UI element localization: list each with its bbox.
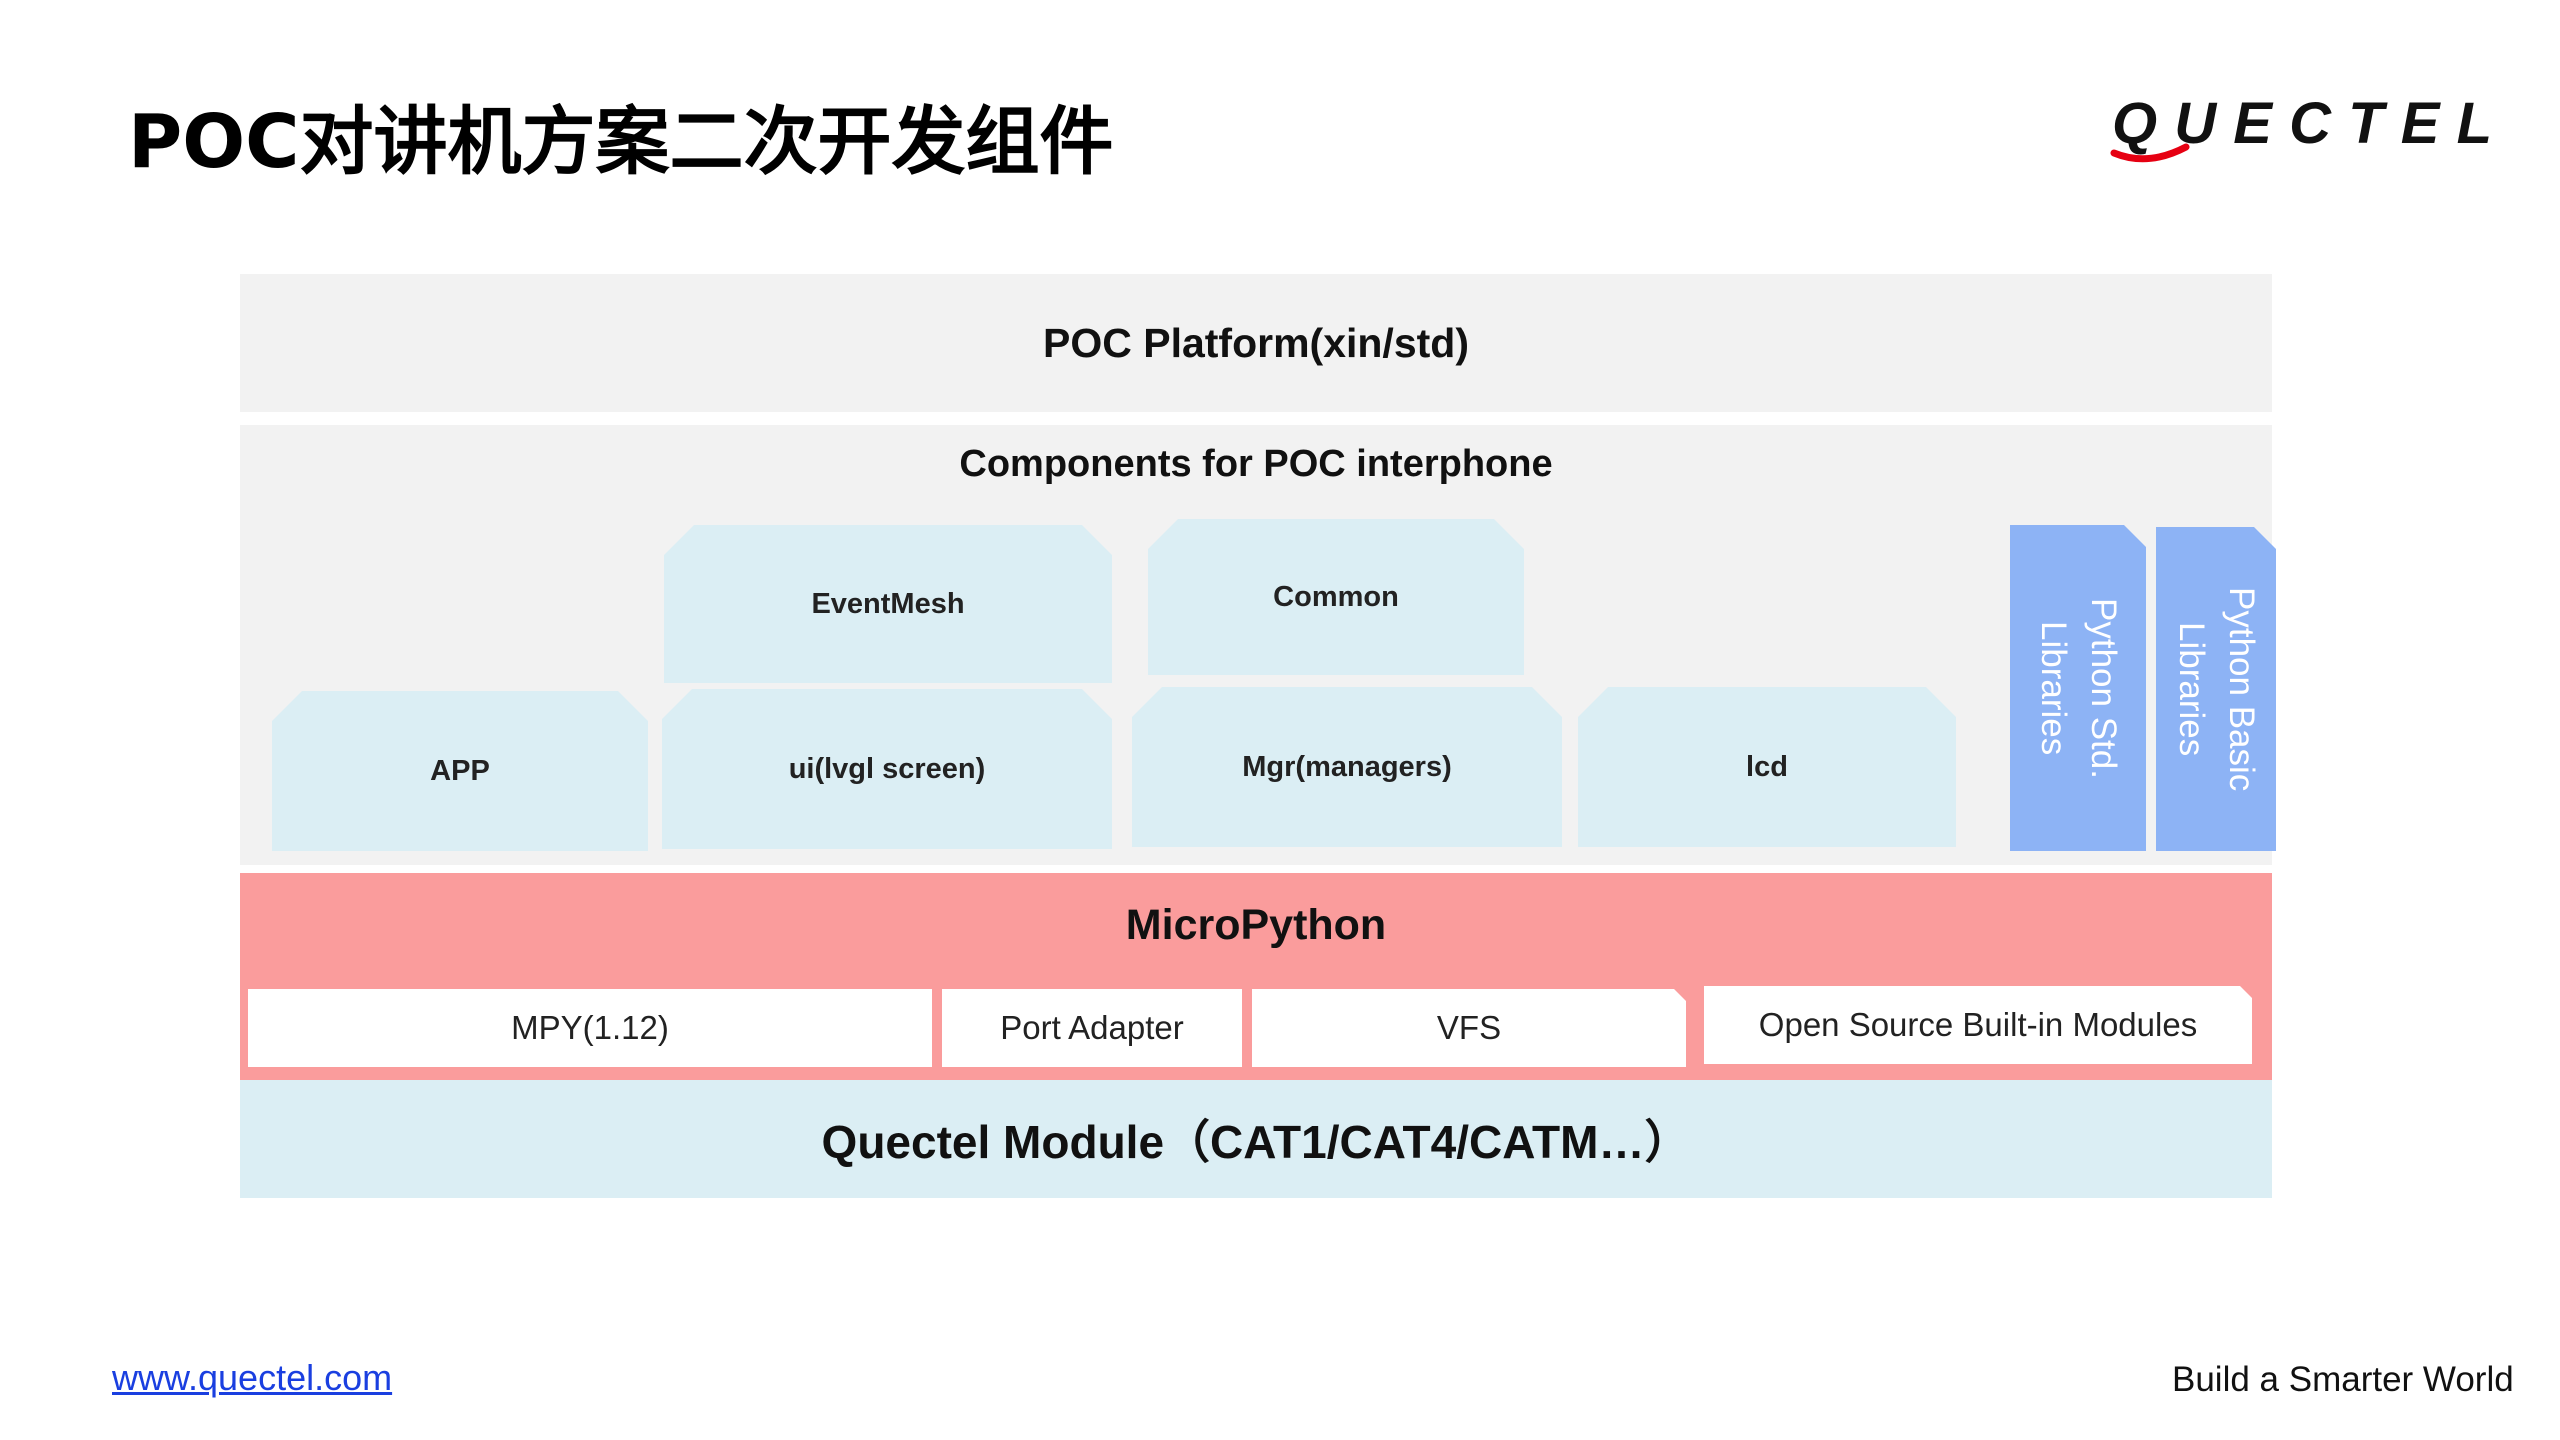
logo-wordmark: QUECTEL bbox=[2112, 95, 2492, 156]
quectel-logo: QUECTEL bbox=[2110, 95, 2492, 163]
port-adapter-label: Port Adapter bbox=[1000, 1009, 1184, 1046]
common-label: Common bbox=[1273, 580, 1399, 613]
poc-platform-band: POC Platform(xin/std) bbox=[240, 274, 2272, 412]
page-title: POC对讲机方案二次开发组件 bbox=[128, 99, 1114, 185]
slogan: Build a Smarter World bbox=[2172, 1360, 2514, 1399]
python-basic-libraries-label: Python Basic Libraries bbox=[2172, 586, 2261, 792]
mpy-label: MPY(1.12) bbox=[511, 1009, 669, 1046]
components-title: Components for POC interphone bbox=[959, 443, 1553, 485]
quectel-module-label: Quectel Module（CAT1/CAT4/CATM…） bbox=[821, 1116, 1691, 1168]
mpy-box: MPY(1.12) bbox=[248, 989, 932, 1067]
python-basic-libraries: Python Basic Libraries bbox=[2156, 527, 2276, 851]
common-component: Common bbox=[1148, 519, 1524, 675]
lcd-component: lcd bbox=[1578, 687, 1956, 847]
mgr-label: Mgr(managers) bbox=[1242, 750, 1452, 783]
quectel-module-band: Quectel Module（CAT1/CAT4/CATM…） bbox=[240, 1080, 2272, 1198]
components-panel: Components for POC interphone EventMesh … bbox=[240, 425, 2272, 865]
vfs-box: VFS bbox=[1252, 989, 1686, 1067]
port-adapter-box: Port Adapter bbox=[942, 989, 1242, 1067]
open-source-modules-label: Open Source Built-in Modules bbox=[1758, 1006, 2198, 1043]
eventmesh-component: EventMesh bbox=[664, 525, 1112, 683]
website-link[interactable]: www.quectel.com bbox=[112, 1357, 393, 1398]
open-source-modules-box: Open Source Built-in Modules bbox=[1704, 986, 2252, 1064]
lcd-label: lcd bbox=[1746, 750, 1788, 783]
micropython-band: MicroPython MPY(1.12) Port Adapter VFS O… bbox=[240, 873, 2272, 1080]
python-std-libraries: Python Std. Libraries bbox=[2010, 525, 2146, 851]
poc-platform-label: POC Platform(xin/std) bbox=[1043, 319, 1469, 366]
micropython-title: MicroPython bbox=[1125, 901, 1387, 949]
mgr-component: Mgr(managers) bbox=[1132, 687, 1562, 847]
python-std-libraries-label: Python Std. Libraries bbox=[2034, 597, 2123, 779]
app-component: APP bbox=[272, 691, 648, 851]
eventmesh-label: EventMesh bbox=[811, 587, 965, 620]
ui-component: ui(lvgl screen) bbox=[662, 689, 1112, 849]
vfs-label: VFS bbox=[1436, 1009, 1502, 1046]
ui-label: ui(lvgl screen) bbox=[788, 752, 986, 785]
app-label: APP bbox=[430, 754, 490, 787]
